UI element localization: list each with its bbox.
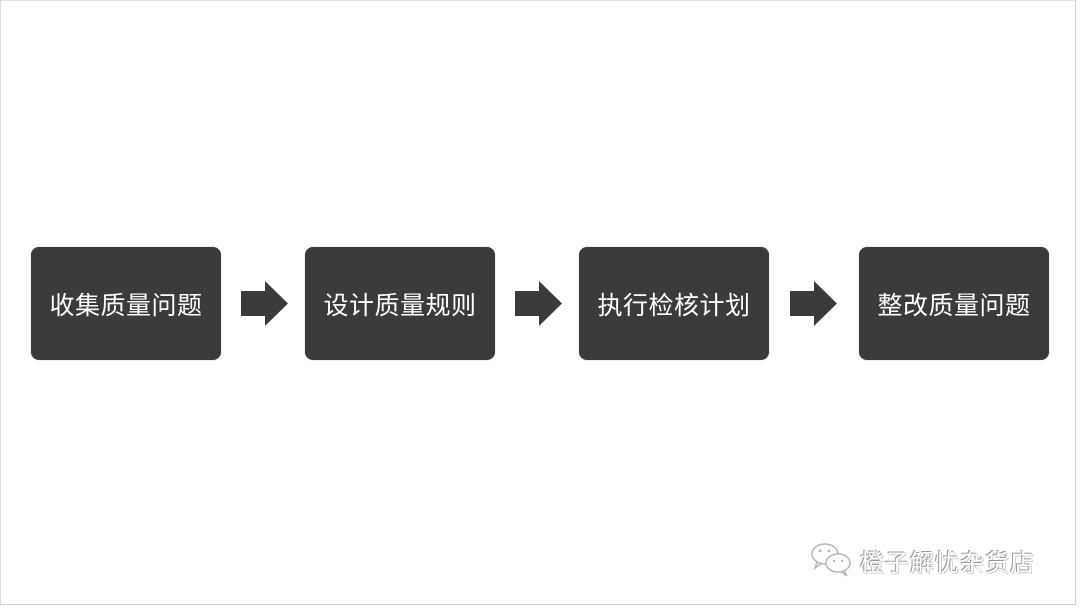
watermark-text: 橙子解忧杂货店 (860, 548, 1035, 577)
step-label: 设计质量规则 (323, 290, 477, 320)
step-label: 执行检核计划 (597, 290, 751, 320)
wechat-icon (811, 543, 851, 577)
right-arrow-icon (515, 281, 562, 326)
step-box-collect-issues: 收集质量问题 (31, 247, 221, 360)
watermark: 橙子解忧杂货店 (810, 540, 1035, 580)
right-arrow-icon (790, 281, 837, 326)
step-label: 整改质量问题 (877, 290, 1031, 320)
step-box-rectify-issues: 整改质量问题 (859, 247, 1049, 360)
step-box-execute-plan: 执行检核计划 (579, 247, 769, 360)
step-label: 收集质量问题 (49, 290, 203, 320)
step-box-design-rules: 设计质量规则 (305, 247, 495, 360)
right-arrow-icon (241, 281, 288, 326)
